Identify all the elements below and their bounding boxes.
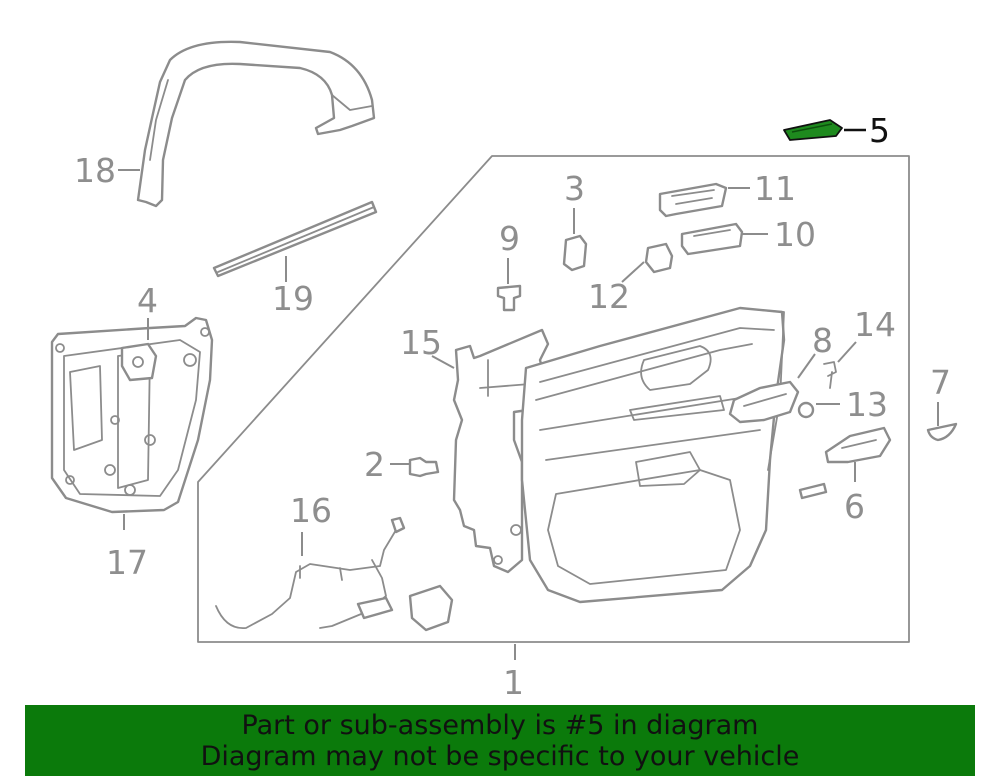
part-5-highlighted: [783, 119, 843, 141]
callout-11: 11: [754, 169, 796, 208]
door-trim-panel: [520, 306, 786, 604]
callout-6: 6: [844, 487, 865, 526]
banner-line-1: Part or sub-assembly is #5 in diagram: [241, 710, 759, 741]
callout-9: 9: [499, 219, 520, 258]
part-13-plug: [797, 401, 815, 419]
part-18-frame: [136, 40, 376, 208]
part-19-belt-strip: [212, 200, 378, 278]
callout-13: 13: [846, 385, 888, 424]
part-16-harness: [215, 516, 454, 632]
part-14-rod: [823, 361, 837, 389]
info-banner: Part or sub-assembly is #5 in diagram Di…: [25, 705, 975, 776]
parts-diagram: 1 2 3 4 5 6 7 8 9 10 11 12 13 14 15 16 1…: [50, 40, 958, 702]
callout-15: 15: [400, 323, 442, 362]
part-3-clip: [562, 234, 588, 272]
callout-19: 19: [272, 279, 314, 318]
callout-2: 2: [364, 445, 385, 484]
callout-10: 10: [774, 215, 816, 254]
callout-7: 7: [930, 363, 951, 402]
part-2-fastener: [408, 456, 440, 478]
banner-line-2: Diagram may not be specific to your vehi…: [200, 741, 800, 772]
part-12-switch: [644, 242, 674, 274]
callout-8: 8: [812, 321, 833, 360]
callout-14: 14: [854, 305, 896, 344]
part-11-switch-bezel: [658, 182, 728, 218]
callout-12: 12: [588, 277, 630, 316]
part-insert: [798, 482, 828, 500]
callout-5: 5: [869, 111, 890, 150]
callout-17: 17: [106, 543, 148, 582]
part-10-switch: [680, 222, 744, 256]
callout-16: 16: [290, 491, 332, 530]
callout-18: 18: [74, 151, 116, 190]
part-4-latch: [120, 342, 158, 382]
part-9-pin: [496, 284, 522, 312]
assembly-outline: [197, 155, 910, 643]
leader-lines: [118, 128, 939, 660]
part-8-handle-bezel: [728, 380, 800, 424]
part-7-cap: [926, 422, 958, 442]
callout-3: 3: [564, 169, 585, 208]
part-17-module-panel: [50, 316, 214, 514]
part-6-inside-handle: [824, 426, 892, 464]
callout-1: 1: [503, 663, 524, 702]
callout-4: 4: [137, 281, 158, 320]
